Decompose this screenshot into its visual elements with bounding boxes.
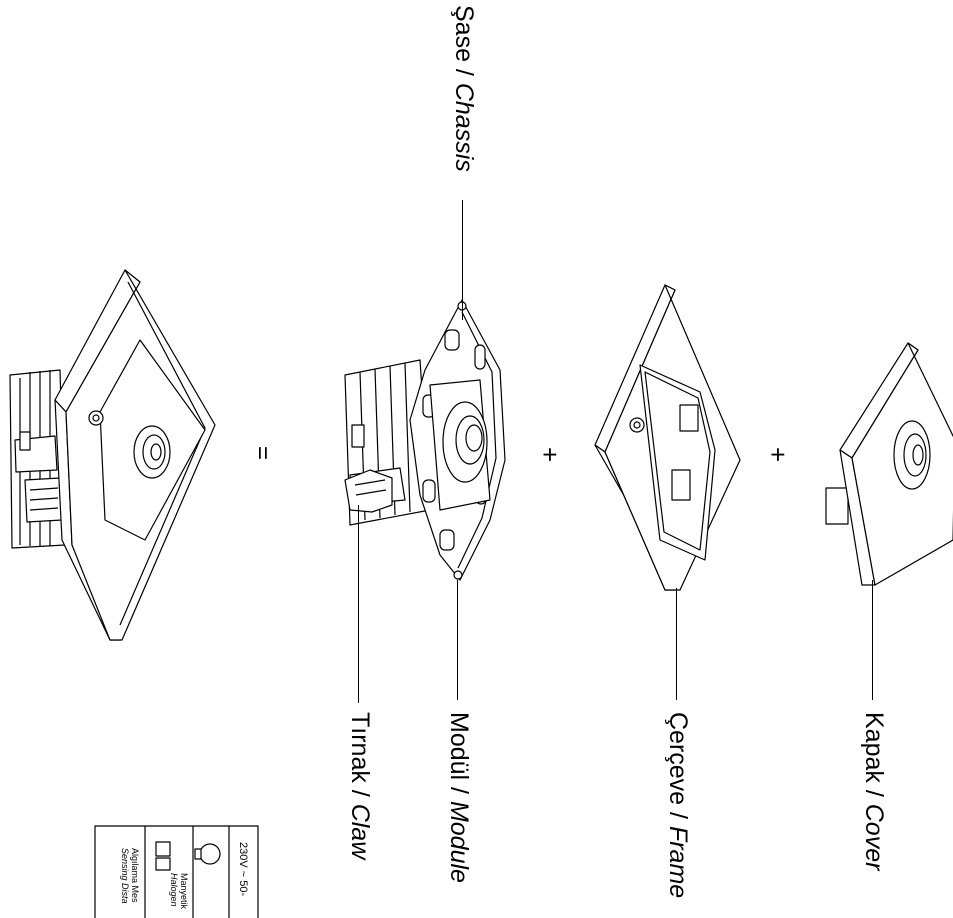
frame-label-separator: / [664, 805, 692, 826]
frame-leader [676, 588, 677, 700]
plus-sign-1: + [535, 447, 565, 463]
equals-sign: = [249, 446, 276, 461]
module-leader [457, 580, 458, 700]
frame-label-tr: Çerçeve [664, 712, 692, 806]
claw-leader [358, 505, 359, 703]
chassis-label-separator: / [450, 61, 478, 83]
rating-load-en: Halogen [169, 873, 179, 907]
rating-distance-tr: Algılama Mes [130, 848, 140, 903]
chassis-label-en: Chassis [450, 82, 478, 172]
frame-part [594, 284, 741, 591]
module-assembly [344, 299, 506, 581]
cover-part [825, 342, 953, 586]
cover-leader [872, 580, 873, 700]
cover-label: Kapak / Cover [860, 712, 888, 871]
cover-connector [825, 487, 849, 525]
chassis-label: Şase / Chassis [450, 5, 478, 172]
ratings-table [94, 825, 259, 918]
cover-label-en: Cover [860, 803, 888, 871]
chassis-label-tr: Şase [450, 5, 478, 62]
claw-label-tr: Tırnak [346, 712, 374, 783]
assembled-unit [9, 269, 216, 641]
module-label-tr: Modül [445, 712, 473, 781]
rating-distance-en: Sensing Dista [120, 848, 130, 904]
plus-sign-2: + [763, 447, 793, 463]
module-label: Modül / Module [445, 712, 473, 883]
claw-label-separator: / [346, 782, 374, 804]
frame-label-en: Frame [664, 825, 692, 899]
module-label-en: Module [445, 800, 473, 883]
cover-label-separator: / [860, 782, 888, 804]
claw-label-en: Claw [346, 803, 374, 860]
rating-voltage: 230V ~ 50- [237, 842, 249, 897]
module-label-separator: / [445, 780, 473, 801]
chassis-leader [462, 200, 463, 320]
claw-label: Tırnak / Claw [346, 712, 374, 860]
frame-label: Çerçeve / Frame [664, 712, 692, 899]
rating-load-tr: Manyetik [179, 873, 189, 910]
cover-label-tr: Kapak [860, 712, 888, 783]
